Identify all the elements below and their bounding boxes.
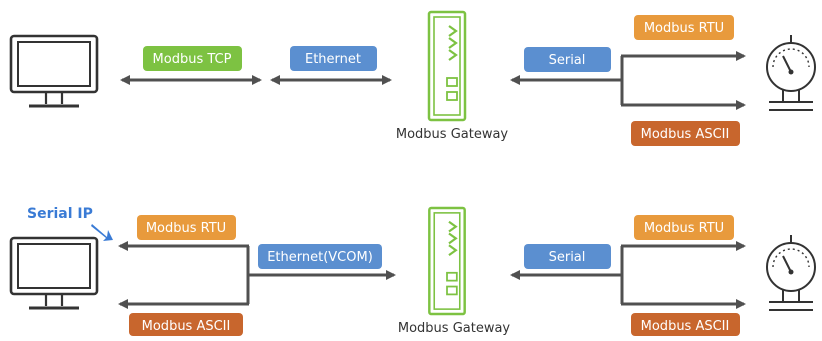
gateway-label: Modbus Gateway (398, 321, 511, 336)
tag-left-modbus-ascii-label: Modbus ASCII (142, 319, 231, 334)
tag-right-modbus-ascii: Modbus ASCII (631, 313, 740, 336)
tag-right-modbus-rtu: Modbus RTU (634, 215, 734, 240)
tag-serial-label: Serial (549, 53, 586, 68)
tag-right-modbus-rtu-label: Modbus RTU (644, 221, 724, 236)
tag-left-modbus-rtu: Modbus RTU (137, 215, 236, 240)
tag-modbus-ascii-label: Modbus ASCII (641, 127, 730, 142)
tag-serial-label: Serial (549, 250, 586, 265)
tag-left-modbus-ascii: Modbus ASCII (129, 313, 243, 336)
tag-modbus-tcp-label: Modbus TCP (153, 52, 232, 67)
tag-right-modbus-ascii-label: Modbus ASCII (641, 319, 730, 334)
tag-serial: Serial (524, 47, 611, 72)
tag-modbus-ascii: Modbus ASCII (631, 121, 740, 146)
pressure-gauge-icon (766, 234, 816, 311)
computer-icon (9, 34, 99, 108)
gateway-label: Modbus Gateway (396, 127, 509, 142)
bottom-diagram: Serial IP Modbus RTU Ethernet(VCOM) Modb… (9, 206, 816, 336)
tag-modbus-tcp: Modbus TCP (143, 46, 242, 71)
gateway-device-icon (428, 206, 466, 316)
tag-serial: Serial (524, 244, 611, 269)
tag-ethernet-vcom: Ethernet(VCOM) (258, 244, 382, 269)
tag-left-modbus-rtu-label: Modbus RTU (146, 221, 226, 236)
top-diagram: Modbus TCP Ethernet Modbus Gateway Seria… (9, 10, 816, 146)
tag-ethernet: Ethernet (290, 46, 377, 71)
tag-ethernet-label: Ethernet (305, 52, 361, 67)
pressure-gauge-icon (766, 34, 816, 111)
gateway-device-icon (427, 10, 467, 122)
tag-modbus-rtu: Modbus RTU (634, 15, 734, 40)
tag-ethernet-vcom-label: Ethernet(VCOM) (267, 250, 373, 265)
computer-icon (9, 236, 99, 310)
serial-ip-callout: Serial IP (27, 206, 93, 222)
tag-modbus-rtu-label: Modbus RTU (644, 21, 724, 36)
pointer-arrow-icon (91, 224, 113, 241)
